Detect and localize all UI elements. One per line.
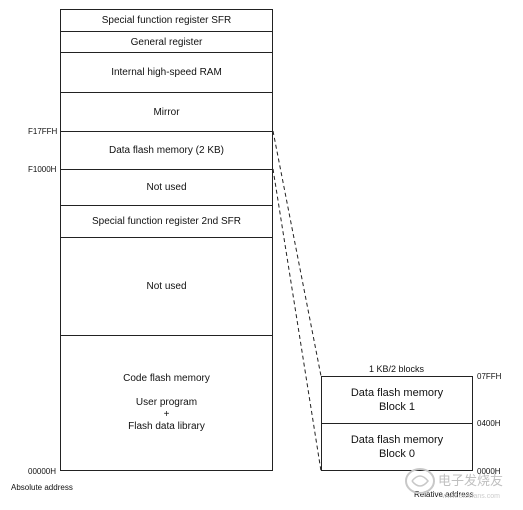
address-f1000h: F1000H	[28, 165, 57, 174]
address-0400h: 0400H	[477, 419, 501, 428]
relative-address-label: Relative address	[414, 490, 474, 499]
region-not-used-1-label: Not used	[146, 182, 187, 193]
region-2nd-sfr-label: Special function register 2nd SFR	[92, 216, 241, 227]
connector-bottom-line	[272, 168, 322, 472]
watermark-text: 电子发烧友	[438, 473, 503, 489]
watermark-graphic: 电子发烧友 www.elecfans.com	[405, 468, 503, 500]
region-internal-ram-label: Internal high-speed RAM	[111, 67, 222, 78]
region-general-register: General register	[61, 32, 272, 53]
watermark-logo: 电子发烧友 www.elecfans.com	[402, 463, 512, 503]
region-data-flash: Data flash memory (2 KB)	[61, 132, 272, 170]
block-1-line1: Data flash memory	[350, 387, 444, 399]
code-flash-data-library: Flash data library	[128, 421, 205, 432]
region-data-flash-label: Data flash memory (2 KB)	[108, 145, 225, 156]
region-not-used-1: Not used	[61, 170, 272, 206]
address-07ffh: 07FFH	[477, 372, 502, 381]
region-mirror-label: Mirror	[153, 106, 180, 118]
block-0-line2: Block 0	[378, 448, 416, 460]
block-1-line2: Block 1	[378, 401, 416, 413]
region-general-register-label: General register	[130, 36, 203, 48]
region-not-used-2-label: Not used	[146, 281, 187, 292]
region-2nd-sfr: Special function register 2nd SFR	[61, 206, 272, 238]
watermark-site: www.elecfans.com	[441, 493, 500, 500]
code-flash-user-program: User program	[135, 397, 198, 408]
data-flash-block-0: Data flash memory Block 0	[322, 424, 472, 470]
memory-map: Special function register SFR General re…	[60, 9, 273, 471]
block-0-line1: Data flash memory	[350, 434, 444, 446]
absolute-address-label: Absolute address	[11, 483, 73, 492]
data-flash-block-1: Data flash memory Block 1	[322, 377, 472, 424]
region-mirror: Mirror	[61, 93, 272, 132]
address-0000h: 0000H	[477, 467, 501, 476]
region-code-flash: Code flash memory User program + Flash d…	[61, 336, 272, 470]
data-flash-blocks: Data flash memory Block 1 Data flash mem…	[321, 376, 473, 471]
region-internal-ram: Internal high-speed RAM	[61, 53, 272, 93]
region-sfr-label: Special function register SFR	[101, 15, 232, 26]
region-not-used-2: Not used	[61, 238, 272, 336]
code-flash-plus: +	[163, 409, 170, 420]
address-f17ffh: F17FFH	[28, 127, 58, 136]
region-sfr: Special function register SFR	[61, 10, 272, 32]
address-00000h: 00000H	[28, 467, 57, 476]
code-flash-title: Code flash memory	[123, 373, 210, 384]
blocks-caption: 1 KB/2 blocks	[369, 364, 425, 374]
connector-top-line	[272, 130, 322, 377]
